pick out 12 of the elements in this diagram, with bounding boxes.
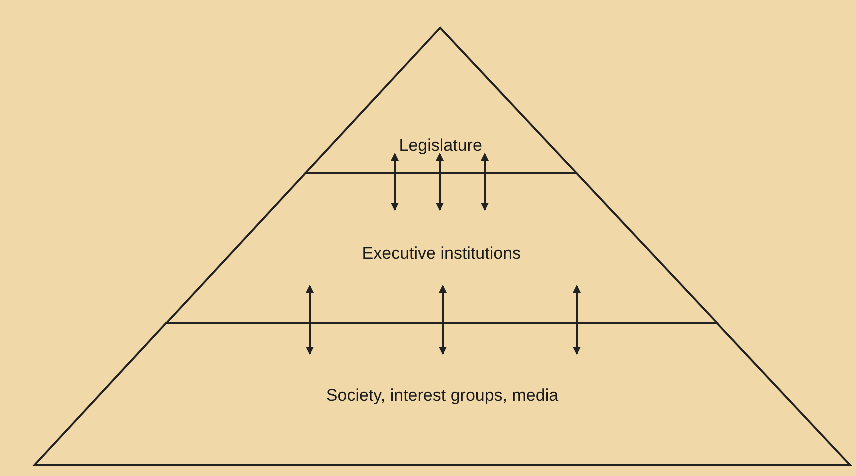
tier-label: Executive institutions [362, 244, 522, 264]
tier-label: Society, interest groups, media [326, 386, 559, 406]
double-arrow [306, 285, 314, 355]
pyramid-tier [166, 173, 717, 323]
pyramid-tier [306, 28, 576, 173]
double-arrow [573, 285, 581, 355]
tier-label: Legislature [399, 136, 482, 156]
pyramid-tier [35, 323, 850, 465]
double-arrow [436, 153, 444, 211]
double-arrow [391, 153, 399, 211]
double-arrow [439, 285, 447, 355]
double-arrow [481, 153, 489, 211]
